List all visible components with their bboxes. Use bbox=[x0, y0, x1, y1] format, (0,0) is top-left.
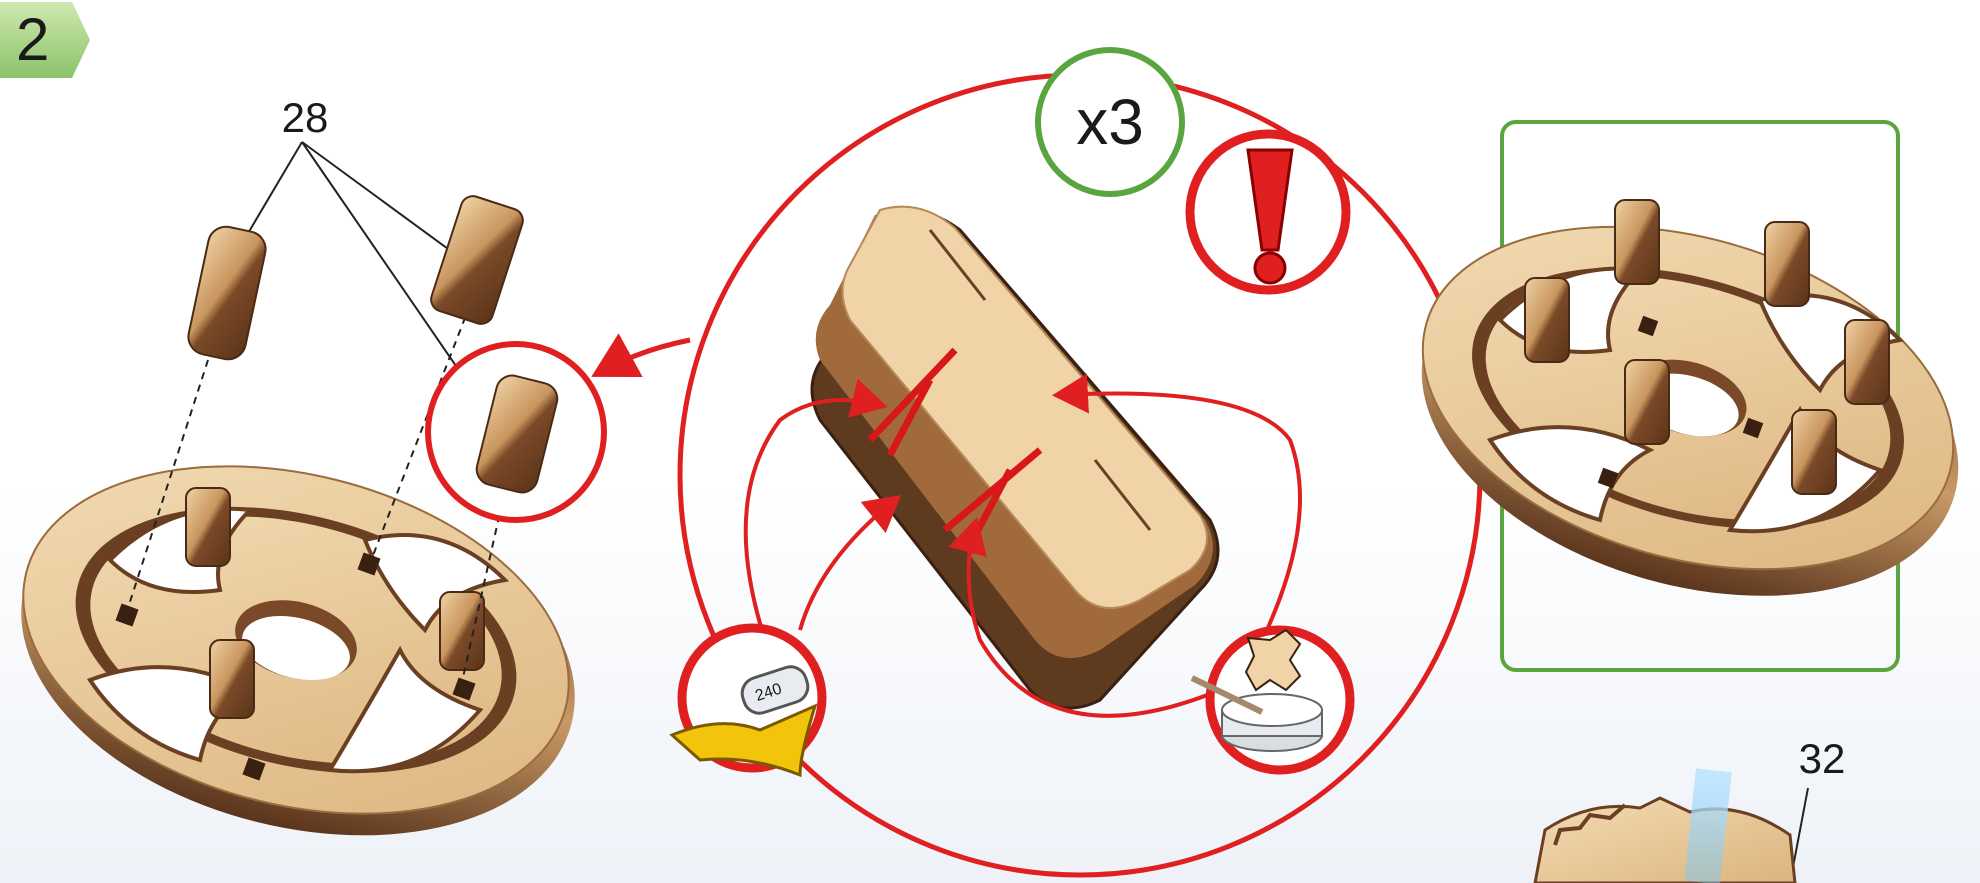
peg-28 bbox=[185, 223, 269, 362]
next-part-preview: 32 bbox=[1535, 735, 1845, 883]
laminated-wood-block bbox=[812, 207, 1218, 708]
part-number-32: 32 bbox=[1799, 735, 1846, 782]
peg-28 bbox=[428, 193, 526, 327]
part-number-28: 28 bbox=[282, 94, 329, 141]
result-wheel bbox=[1380, 122, 1980, 670]
glue-clamp-detail: x3 bbox=[600, 50, 1480, 875]
detail-arrow bbox=[600, 340, 690, 372]
gear-piece bbox=[1535, 798, 1795, 883]
quantity-label: x3 bbox=[1076, 86, 1144, 158]
left-wheel-assembly: 28 bbox=[0, 94, 613, 883]
